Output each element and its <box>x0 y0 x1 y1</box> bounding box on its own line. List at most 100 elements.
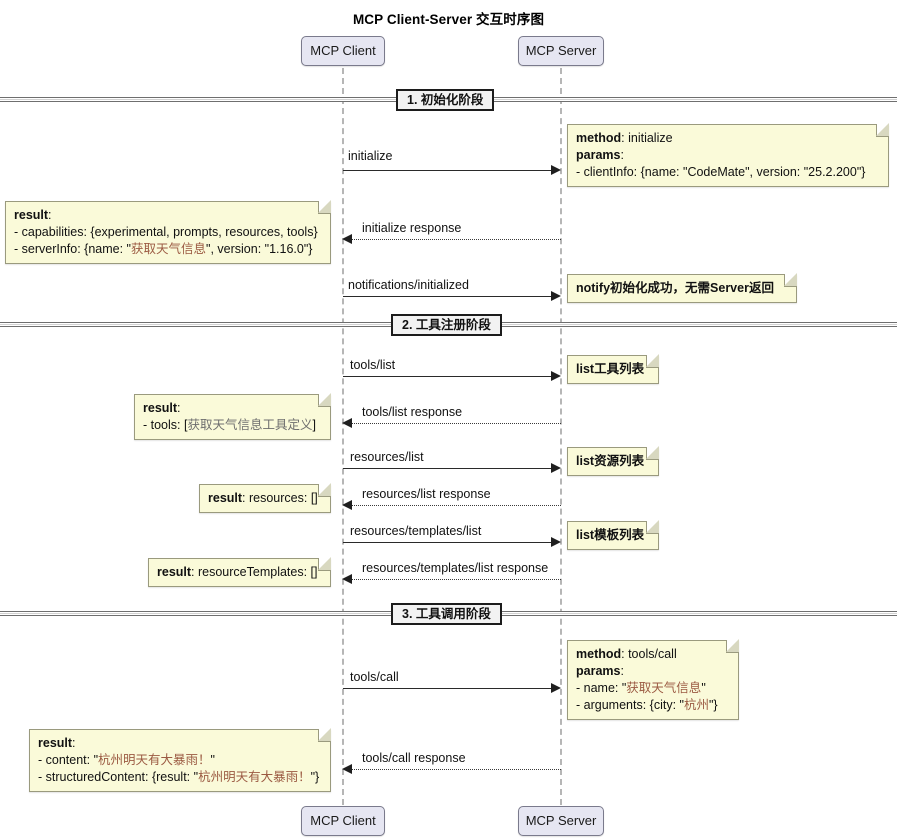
note-fold-icon <box>726 639 739 653</box>
actor-server-bottom[interactable]: MCP Server <box>518 806 604 836</box>
note-value: - serverInfo: {name: " <box>14 242 131 256</box>
note-value: - structuredContent: {result: " <box>38 770 199 784</box>
message-label-initialize-response: initialize response <box>362 221 462 235</box>
message-label-resources-templates-list: resources/templates/list <box>350 524 482 538</box>
actor-client-label: MCP Client <box>310 43 376 58</box>
message-line-tools-call <box>343 688 553 689</box>
note-key: method <box>576 647 622 661</box>
note-value: : <box>48 208 52 222</box>
message-line-tools-list-response <box>352 423 561 424</box>
note-value: : <box>72 736 76 750</box>
note-value-cjk: 获取天气信息 <box>626 681 702 695</box>
actor-client-top[interactable]: MCP Client <box>301 36 385 66</box>
note-value: ] <box>312 418 316 432</box>
note-list-templates: list模板列表 <box>567 520 659 550</box>
note-value: - clientInfo: {name: "CodeMate", version… <box>576 165 866 179</box>
note-fold-icon <box>646 446 659 460</box>
message-arrow-resources-templates-list <box>551 537 561 547</box>
note-key: list <box>576 528 595 542</box>
message-arrow-initialize <box>551 165 561 175</box>
note-key: params <box>576 664 621 678</box>
note-key: result <box>38 736 73 750</box>
note-value-cjk: 杭州 <box>683 698 709 712</box>
message-label-initialize: initialize <box>348 149 393 163</box>
message-arrow-initialize-response <box>342 234 352 244</box>
note-value: : <box>177 401 181 415</box>
note-key: result <box>14 208 49 222</box>
actor-server-top[interactable]: MCP Server <box>518 36 604 66</box>
phase-divider-3-label: 3. 工具调用阶段 <box>391 603 502 625</box>
note-value-cjk: 杭州明天有大暴雨！ <box>198 770 311 784</box>
note-fold-icon <box>318 728 331 742</box>
message-arrow-resources-list-response <box>342 500 352 510</box>
note-value: - name: " <box>576 681 627 695</box>
note-fold-icon <box>318 393 331 407</box>
note-value: : <box>620 664 624 678</box>
note-value: : initialize <box>621 131 673 145</box>
message-arrow-tools-list <box>551 371 561 381</box>
actor-client-label: MCP Client <box>310 813 376 828</box>
phase-divider-1-label: 1. 初始化阶段 <box>396 89 495 111</box>
note-key: result <box>143 401 178 415</box>
note-key: notify <box>576 281 611 295</box>
message-arrow-notifications-initialized <box>551 291 561 301</box>
note-key: list <box>576 362 595 376</box>
note-value: : <box>620 148 624 162</box>
message-line-tools-list <box>343 376 553 377</box>
message-line-notifications-initialized <box>343 296 553 297</box>
note-value: " <box>210 753 215 767</box>
note-value: : tools/call <box>621 647 677 661</box>
message-line-tools-call-response <box>352 769 561 770</box>
note-value: "} <box>708 698 718 712</box>
note-value: : resources: [] <box>242 491 318 505</box>
note-value-cjk: 获取天气信息 <box>131 242 207 256</box>
note-initialize-request: method: initialize params: - clientInfo:… <box>567 123 889 187</box>
message-label-notifications-initialized: notifications/initialized <box>348 278 469 292</box>
message-label-tools-call-response: tools/call response <box>362 751 466 765</box>
message-line-initialize-response <box>352 239 561 240</box>
message-line-resources-list-response <box>352 505 561 506</box>
note-key: result <box>157 565 192 579</box>
note-list-resources: list资源列表 <box>567 446 659 476</box>
actor-client-bottom[interactable]: MCP Client <box>301 806 385 836</box>
note-tools-call-request: method: tools/call params: - name: "获取天气… <box>567 639 739 720</box>
note-fold-icon <box>876 123 889 137</box>
note-value: : resourceTemplates: [] <box>191 565 318 579</box>
phase-divider-2-label: 2. 工具注册阶段 <box>391 314 502 336</box>
message-label-resources-list: resources/list <box>350 450 424 464</box>
note-key: method <box>576 131 622 145</box>
message-label-tools-call: tools/call <box>350 670 399 684</box>
message-line-resources-templates-list <box>343 542 553 543</box>
note-value: ", version: "1.16.0"} <box>206 242 313 256</box>
lifeline-client <box>342 68 344 805</box>
message-label-tools-list: tools/list <box>350 358 396 372</box>
note-fold-icon <box>646 520 659 534</box>
note-key: params <box>576 148 621 162</box>
message-label-resources-templates-list-response: resources/templates/list response <box>362 561 549 575</box>
note-value: "} <box>310 770 320 784</box>
note-fold-icon <box>318 557 331 571</box>
actor-server-label: MCP Server <box>525 813 597 828</box>
note-tools-call-result: result: - content: "杭州明天有大暴雨！" - structu… <box>29 728 331 792</box>
note-value: 模板列表 <box>594 528 645 542</box>
message-arrow-resources-templates-list-response <box>342 574 352 584</box>
message-line-resources-templates-list-response <box>352 579 561 580</box>
note-value: 初始化成功，无需Server返回 <box>610 281 774 295</box>
page-title: MCP Client-Server 交互时序图 <box>352 12 545 27</box>
note-fold-icon <box>318 200 331 214</box>
note-fold-icon <box>318 483 331 497</box>
message-line-initialize <box>343 170 553 171</box>
note-value: - capabilities: {experimental, prompts, … <box>14 225 318 239</box>
note-notify: notify初始化成功，无需Server返回 <box>567 273 797 303</box>
note-fold-icon <box>784 273 797 287</box>
actor-server-label: MCP Server <box>525 43 597 58</box>
note-value: " <box>701 681 706 695</box>
note-value-cjk: 获取天气信息工具定义 <box>187 418 313 432</box>
note-list-tools: list工具列表 <box>567 354 659 384</box>
lifeline-server <box>560 68 562 805</box>
note-value-cjk: 杭州明天有大暴雨！ <box>98 753 211 767</box>
message-label-tools-list-response: tools/list response <box>362 405 463 419</box>
message-line-resources-list <box>343 468 553 469</box>
message-label-resources-list-response: resources/list response <box>362 487 491 501</box>
